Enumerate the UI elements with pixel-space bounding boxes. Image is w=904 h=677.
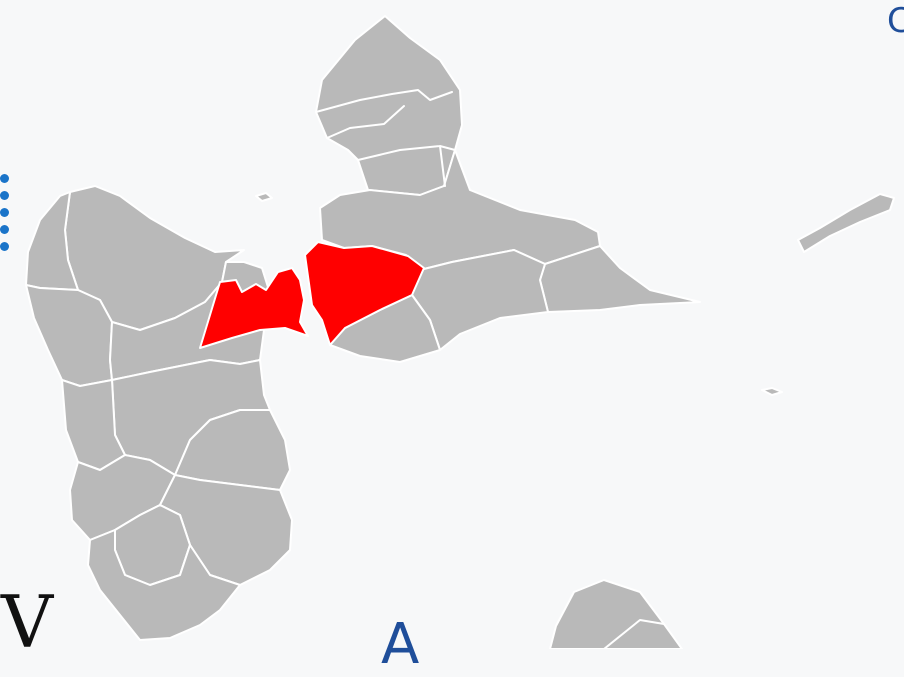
la-desirade-island[interactable] <box>797 193 895 253</box>
dot-marker <box>0 174 9 183</box>
guadeloupe-map <box>25 15 895 649</box>
dot-marker <box>0 242 9 251</box>
edge-dotted-marker <box>0 174 16 259</box>
marie-galante-border <box>603 619 665 649</box>
grande-terre-internal-borders <box>315 89 456 187</box>
commune-basse-terre-south[interactable] <box>87 529 241 641</box>
commune-basse-terre-west[interactable] <box>25 284 113 387</box>
petite-terre-islet <box>761 387 783 396</box>
edge-label-bottom-left: V <box>1 580 53 664</box>
commune-highlighted-east[interactable] <box>304 241 425 346</box>
islet-north-channel <box>255 192 273 202</box>
dot-marker <box>0 208 9 217</box>
marie-galante-island[interactable] <box>549 579 683 649</box>
edge-label-top-right: C <box>887 1 904 41</box>
commune-highlighted-west[interactable] <box>199 267 309 349</box>
edge-label-bottom-center: A <box>381 612 420 677</box>
dot-marker <box>0 191 9 200</box>
dot-marker <box>0 225 9 234</box>
